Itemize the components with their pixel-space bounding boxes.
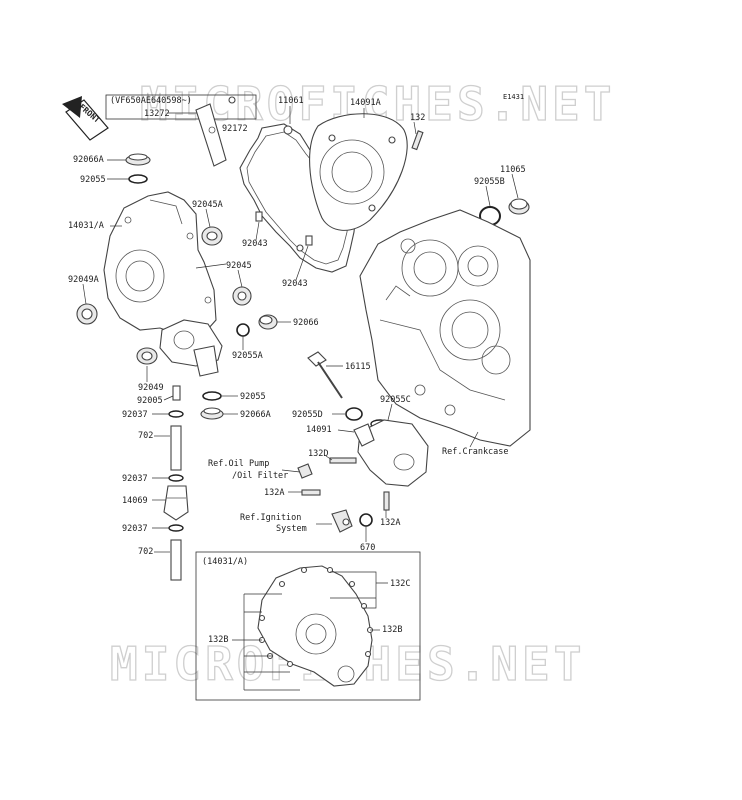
part-92066A-cap-top: [125, 153, 151, 166]
part-pump-body: [159, 319, 223, 377]
part-702-hose-b: [170, 539, 182, 581]
inset-box: [195, 551, 421, 701]
label-ref-oil-pump: Ref.Oil Pump: [208, 459, 269, 469]
label-92045A: 92045A: [192, 200, 223, 210]
part-14031A-housing: [103, 191, 217, 339]
label-702-b: 702: [138, 547, 153, 557]
label-92043-b: 92043: [282, 279, 308, 289]
part-92037-clamp-a: [168, 410, 184, 418]
part-92049A-seal: [76, 303, 98, 325]
part-92066A-cap-mid: [200, 407, 224, 420]
label-92172: 92172: [222, 124, 248, 134]
inset-label: (14031/A): [202, 557, 248, 567]
label-ref-crankcase: Ref.Crankcase: [442, 447, 509, 457]
part-oil-pump-fitting: [297, 463, 313, 479]
part-11065-plug: [508, 198, 530, 215]
label-14091: 14091: [306, 425, 332, 435]
label-11065: 11065: [500, 165, 526, 175]
label-132A-right: 132A: [380, 518, 400, 528]
part-14091-cover: [353, 419, 429, 487]
part-132D-bolt: [329, 457, 357, 464]
part-92043-dowel-a: [255, 211, 263, 222]
label-92045: 92045: [226, 261, 252, 271]
label-92066A-top: 92066A: [73, 155, 104, 165]
label-14091A: 14091A: [350, 98, 381, 108]
label-92037-a: 92037: [122, 410, 148, 420]
label-92055-top: 92055: [80, 175, 106, 185]
label-132-top: 132: [410, 113, 425, 123]
label-92055D: 92055D: [292, 410, 323, 420]
label-13272: 13272: [144, 109, 170, 119]
label-92066A-mid: 92066A: [240, 410, 271, 420]
label-11061: 11061: [278, 96, 304, 106]
label-ref-ignition-2: System: [276, 524, 307, 534]
part-132A-bolt-left: [301, 489, 321, 496]
part-92055-oring-top: [128, 174, 148, 184]
part-92045A-bearing: [201, 226, 223, 246]
label-92043-a: 92043: [242, 239, 268, 249]
label-92055-mid: 92055: [240, 392, 266, 402]
label-92066: 92066: [293, 318, 319, 328]
part-92055A-oring: [236, 323, 250, 337]
label-92049A: 92049A: [68, 275, 99, 285]
part-132A-bolt-right: [383, 491, 390, 511]
label-92005: 92005: [137, 396, 163, 406]
label-132B-right: 132B: [382, 625, 402, 635]
label-14031A: 14031/A: [68, 221, 104, 231]
part-92066-plug: [258, 314, 278, 330]
label-132A-left: 132A: [264, 488, 284, 498]
part-92055-oring-mid: [202, 391, 222, 401]
part-92037-clamp-c: [168, 524, 184, 532]
part-92043-dowel-b: [305, 235, 313, 246]
part-132-bolt: [411, 130, 424, 151]
part-14069-filter: [163, 485, 189, 521]
label-132D: 132D: [308, 449, 328, 459]
part-92049-seal: [136, 347, 158, 365]
part-16115-strainer: [307, 351, 343, 399]
label-ref-oil-filter: /Oil Filter: [232, 471, 288, 481]
label-132C: 132C: [390, 579, 410, 589]
header-note-box: [105, 94, 257, 120]
diagram-code: E1431: [503, 93, 524, 101]
part-702-hose-a: [170, 425, 182, 471]
part-92172-bracket: [195, 96, 236, 167]
label-92049: 92049: [138, 383, 164, 393]
label-670: 670: [360, 543, 375, 553]
inset-housing: [257, 565, 374, 687]
part-ignition-sensor: [331, 509, 353, 533]
label-16115: 16115: [345, 362, 371, 372]
part-14091A-cover: [309, 113, 408, 231]
part-670-oring: [359, 513, 373, 527]
label-132B-left: 132B: [208, 635, 228, 645]
part-92055D-oring: [345, 407, 363, 421]
label-92055B: 92055B: [474, 177, 505, 187]
crankcase: [359, 209, 531, 447]
header-note: (VF650AE640598~): [110, 96, 192, 106]
part-92005-fitting: [172, 385, 181, 401]
label-ref-ignition-1: Ref.Ignition: [240, 513, 301, 523]
label-92037-b: 92037: [122, 474, 148, 484]
label-92037-c: 92037: [122, 524, 148, 534]
front-arrow-icon: [62, 96, 109, 141]
label-14069: 14069: [122, 496, 148, 506]
label-92055A: 92055A: [232, 351, 263, 361]
label-92055C: 92055C: [380, 395, 411, 405]
part-92045-bearing: [232, 286, 252, 306]
label-702-a: 702: [138, 431, 153, 441]
part-92037-clamp-b: [168, 474, 184, 482]
